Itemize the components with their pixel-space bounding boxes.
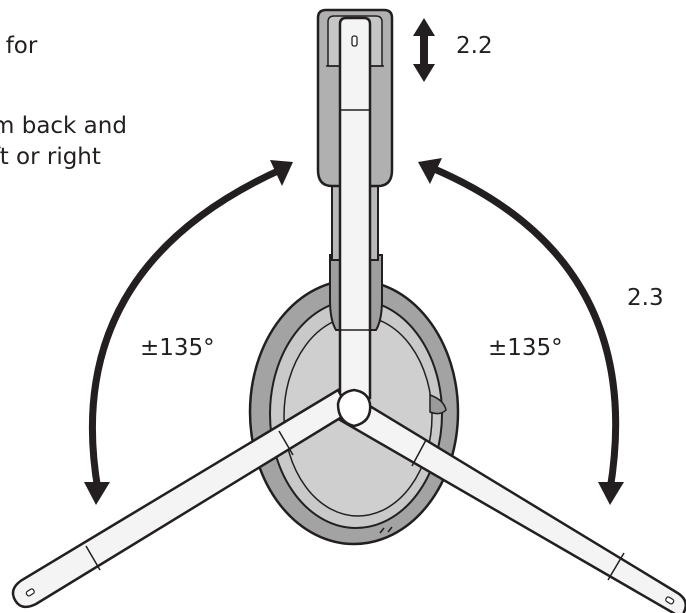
step-label-rotate: 2.3 <box>627 285 664 311</box>
boom-arm-vertical <box>338 16 372 400</box>
instruction-text-line-3: ft or right <box>0 144 101 170</box>
indicator-light <box>351 35 358 47</box>
instruction-text-line-1: l for <box>0 33 38 59</box>
rotation-arc-left <box>84 160 293 505</box>
pivot-cap <box>336 388 372 428</box>
rotation-arc-right <box>418 158 624 505</box>
step-label-vertical: 2.2 <box>456 33 493 59</box>
instruction-text-line-2: m back and <box>0 113 127 139</box>
mic-port-right <box>665 596 675 605</box>
mic-port <box>25 588 35 597</box>
boom-arm-left <box>11 388 352 609</box>
vertical-adjust-arrow <box>413 18 435 82</box>
angle-label-right: ±135° <box>488 335 563 361</box>
angle-label-left: ±135° <box>140 335 215 361</box>
